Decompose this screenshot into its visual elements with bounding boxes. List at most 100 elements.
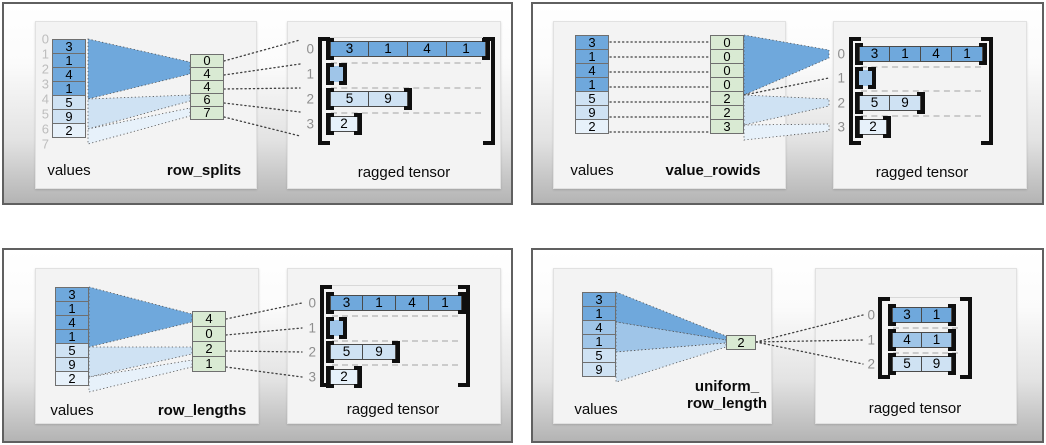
value-cell: 1 [575, 49, 609, 64]
bracket-right-icon [883, 116, 891, 138]
dotted-connector [743, 77, 830, 96]
value-index: 5 [41, 106, 49, 122]
tensor-cell: 2 [859, 119, 887, 135]
value-index: 3 [41, 76, 49, 92]
tensor-cell: 5 [330, 91, 369, 107]
value-rowids-cell: 2 [710, 105, 744, 120]
tensor-row-index: 1 [306, 66, 314, 82]
empty-row-fill [330, 66, 343, 82]
value-cell: 5 [52, 95, 86, 110]
tensor-row-2: 5 9 [326, 341, 400, 363]
tensor-cell: 9 [890, 95, 921, 111]
dotted-connector [755, 339, 864, 343]
value-cell: 9 [582, 362, 616, 377]
fan-row3 [88, 359, 193, 393]
tensor-row-1-empty [326, 63, 347, 85]
value-cell: 1 [582, 334, 616, 349]
tensor-row-index: 1 [867, 332, 875, 348]
bracket-right-icon [917, 92, 925, 114]
tensor-cell: 1 [447, 41, 486, 57]
fan-row0 [743, 34, 830, 96]
tensor-cell: 9 [369, 91, 408, 107]
empty-row-fill [859, 70, 872, 86]
values-column: 3 1 4 1 5 9 [582, 292, 616, 377]
outer-bracket-right-icon [981, 37, 993, 145]
fan-row2 [743, 94, 830, 126]
bracket-right-icon [339, 63, 347, 85]
tensor-cell: 9 [922, 356, 952, 372]
tensor-row-1-empty [855, 67, 876, 89]
dotted-connector [225, 327, 303, 336]
value-cell: 5 [582, 348, 616, 363]
value-index: 6 [41, 121, 49, 137]
bracket-left-icon [326, 366, 334, 388]
bracket-left-icon [888, 329, 896, 351]
value-cell: 2 [55, 371, 89, 386]
tensor-cell: 3 [892, 307, 922, 323]
bracket-left-icon [855, 67, 863, 89]
tensor-topline [332, 285, 458, 286]
tensor-row-3: 2 [326, 113, 362, 135]
tensor-row-index: 2 [306, 91, 314, 107]
tensor-cell: 3 [330, 295, 363, 311]
values-label: values [574, 401, 618, 418]
row-lengths-cell: 2 [192, 341, 226, 357]
bracket-left-icon [888, 304, 896, 326]
bracket-right-icon [354, 366, 362, 388]
value-cell: 2 [575, 119, 609, 134]
bracket-right-icon [404, 88, 412, 110]
tensor-row-2: 5 9 [888, 353, 956, 375]
tensor-topline [890, 297, 960, 298]
value-rowids-cell: 0 [710, 35, 744, 50]
row-separator [861, 90, 981, 92]
tensor-row-index: 0 [306, 41, 314, 57]
bracket-right-icon [482, 38, 490, 60]
row-separator [861, 115, 981, 117]
bracket-left-icon [888, 353, 896, 375]
tensor-row-index: 0 [308, 295, 316, 311]
values-column: 3 1 4 1 5 9 2 [575, 35, 609, 134]
tensor-cell: 5 [330, 344, 363, 360]
bracket-right-icon [458, 292, 466, 314]
tensor-cell: 1 [922, 332, 952, 348]
value-rowids-cell: 2 [710, 91, 744, 106]
fan-row2 [615, 342, 727, 383]
bracket-left-icon [326, 292, 334, 314]
row-separator [331, 112, 481, 114]
tensor-row-1-empty [326, 317, 347, 339]
value-cell: 3 [575, 35, 609, 50]
tensor-cell: 4 [892, 332, 922, 348]
fan-connector-overlay [88, 286, 303, 393]
value-cell: 9 [52, 109, 86, 124]
value-cell: 1 [582, 306, 616, 321]
tensor-row-index: 0 [867, 307, 875, 323]
indexer-label: row_lengths [157, 402, 247, 419]
fan-connector-overlay [609, 34, 830, 141]
bracket-right-icon [339, 317, 347, 339]
bracket-left-icon [326, 88, 334, 110]
tensor-row-0: 3 1 4 1 [326, 38, 490, 60]
values-label: values [50, 402, 94, 419]
dotted-connector [225, 366, 303, 378]
values-column: 3 1 4 1 5 9 2 [55, 287, 89, 386]
tensor-cell: 1 [429, 295, 462, 311]
dotted-connector [755, 341, 864, 365]
indexer-label-line2: row_length [686, 395, 768, 412]
indexer-label: value_rowids [665, 162, 761, 179]
value-rowids-cell: 0 [710, 77, 744, 92]
value-index: 7 [41, 136, 49, 152]
value-cell: 4 [52, 67, 86, 82]
dotted-connector [225, 350, 303, 353]
dotted-connector [223, 116, 301, 137]
value-cell: 3 [55, 287, 89, 302]
tensor-cell: 9 [363, 344, 396, 360]
dotted-connector [223, 102, 301, 113]
tensor-row-1: 4 1 [888, 329, 956, 351]
tensor-cell: 4 [921, 46, 952, 62]
tensor-row-index: 1 [837, 70, 845, 86]
bracket-left-icon [855, 116, 863, 138]
values-column: 3 1 4 1 5 9 2 [52, 39, 86, 138]
tensor-cell: 5 [859, 95, 890, 111]
row-separator [861, 66, 981, 68]
value-cell: 5 [55, 343, 89, 358]
